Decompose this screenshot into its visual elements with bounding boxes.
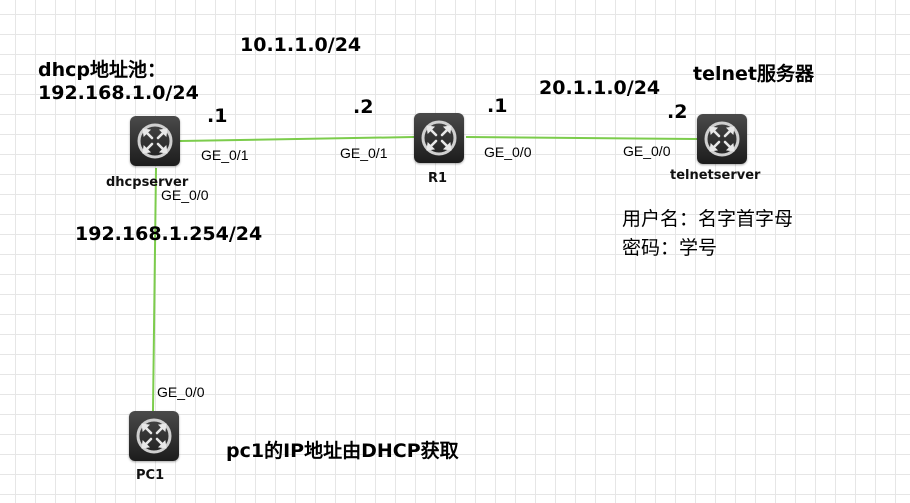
link-dhcpserver-r1 (179, 136, 415, 142)
pc1-dhcp-note: pc1的IP地址由DHCP获取 (226, 440, 459, 462)
r1-ge00-port-label: GE_0/0 (484, 144, 532, 160)
telnetserver-name: telnetserver (670, 168, 761, 183)
password-note: 密码：学号 (622, 237, 718, 259)
dhcpserver-name: dhcpserver (106, 175, 189, 190)
router-icon (137, 123, 173, 159)
r1-left-ip-suffix: .2 (353, 96, 374, 118)
dhcpserver-ip-suffix: .1 (207, 105, 228, 127)
r1-router-device[interactable] (414, 113, 464, 163)
r1-name: R1 (428, 171, 448, 186)
telnet-server-title: telnet服务器 (693, 63, 814, 85)
router-icon (704, 121, 740, 157)
router-icon (136, 418, 172, 454)
dhcp-pool-title: dhcp地址池： (38, 59, 166, 81)
r1-ge01-port-label: GE_0/1 (340, 145, 388, 161)
telnetserver-ge00-port-label: GE_0/0 (623, 143, 671, 159)
network-20-label: 20.1.1.0/24 (539, 77, 661, 99)
dhcp-pool-network: 192.168.1.0/24 (38, 82, 199, 104)
link-r1-telnetserver (465, 136, 698, 140)
username-note: 用户名：名字首字母 (622, 208, 794, 230)
r1-right-ip-suffix: .1 (487, 95, 508, 117)
pc1-router-device[interactable] (129, 411, 179, 461)
telnetserver-ip-suffix: .2 (667, 101, 688, 123)
dhcpserver-ge00-port-label: GE_0/0 (161, 187, 209, 203)
router-icon (421, 120, 457, 156)
lan-gateway-label: 192.168.1.254/24 (75, 223, 263, 245)
pc1-name: PC1 (136, 468, 165, 483)
dhcpserver-ge01-port-label: GE_0/1 (201, 147, 249, 163)
pc1-ge00-port-label: GE_0/0 (157, 384, 205, 400)
telnetserver-router-device[interactable] (697, 114, 747, 164)
link-dhcpserver-pc1 (152, 167, 157, 412)
dhcpserver-router-device[interactable] (130, 116, 180, 166)
network-10-label: 10.1.1.0/24 (240, 34, 362, 56)
